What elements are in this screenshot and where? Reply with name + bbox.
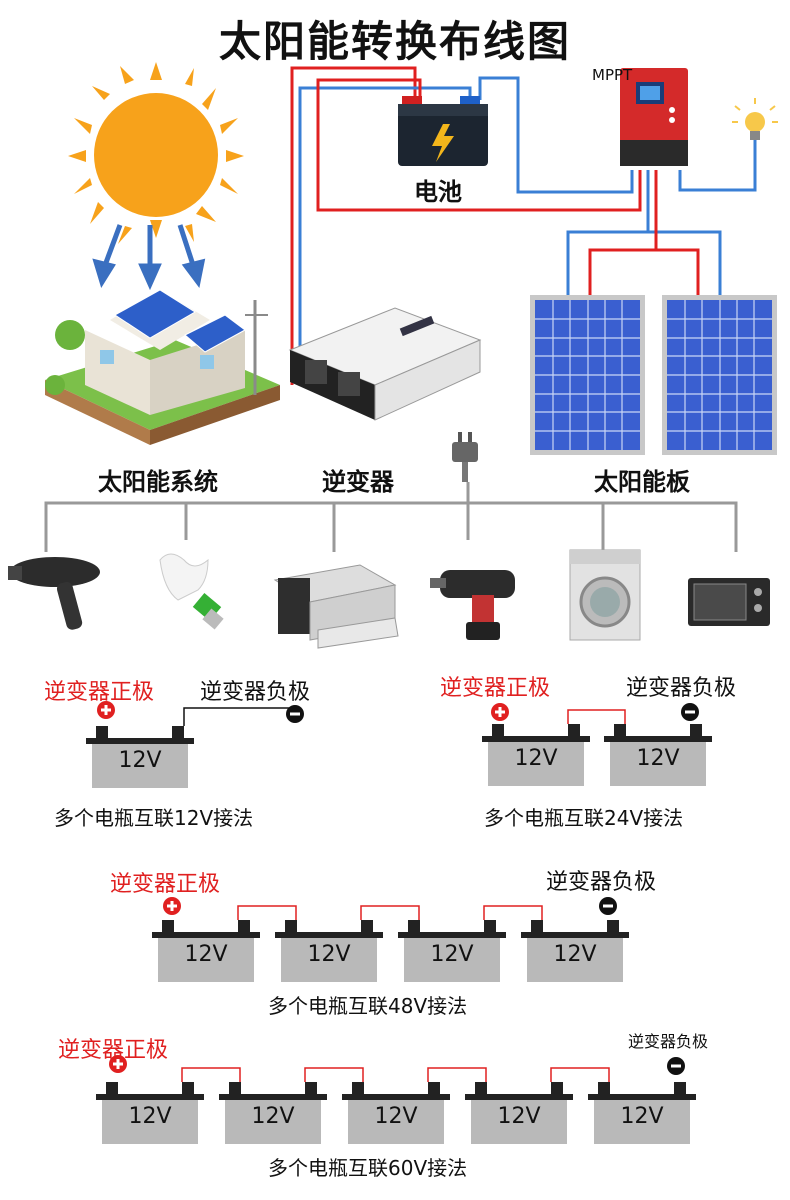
- negative-label: 逆变器负极: [626, 676, 737, 701]
- positive-label: 逆变器正极: [58, 1038, 169, 1063]
- inverter-label: 逆变器: [322, 468, 394, 496]
- sunlight-arrows: [92, 224, 206, 291]
- page-title: 太阳能转换布线图: [218, 17, 571, 66]
- solar-panel-right: [662, 295, 777, 455]
- power-drill-icon: [430, 570, 515, 640]
- battery-voltage: 12V: [636, 746, 680, 771]
- config-caption: 多个电瓶互联24V接法: [484, 806, 684, 830]
- sun-icon: [68, 62, 244, 244]
- panel-label: 太阳能板: [594, 468, 690, 496]
- cfl-bulb-icon: [159, 553, 224, 630]
- hair-dryer-icon: [8, 557, 100, 630]
- config-24v: [482, 703, 712, 786]
- negative-label: 逆变器负极: [200, 680, 311, 705]
- battery-voltage: 12V: [128, 1104, 172, 1129]
- system-label: 太阳能系统: [98, 468, 218, 496]
- distribution-bus: [44, 482, 738, 552]
- printer-icon: [273, 564, 399, 649]
- battery-configs: [86, 701, 712, 1144]
- microwave-oven-icon: [688, 578, 770, 626]
- config-60v: [96, 1055, 696, 1144]
- inverter-illustration: [288, 307, 482, 421]
- mppt-controller: [620, 68, 688, 166]
- battery-illustration: [398, 96, 488, 166]
- battery-voltage: 12V: [307, 942, 351, 967]
- negative-label: 逆变器负极: [546, 870, 657, 895]
- config-caption: 多个电瓶互联48V接法: [268, 994, 468, 1018]
- battery-voltage: 12V: [118, 748, 162, 773]
- battery-voltage: 12V: [251, 1104, 295, 1129]
- positive-label: 逆变器正极: [440, 676, 551, 701]
- config-48v: [152, 897, 629, 982]
- battery-voltage: 12V: [374, 1104, 418, 1129]
- battery-label: 电池: [414, 178, 462, 206]
- battery-voltage: 12V: [430, 942, 474, 967]
- mppt-label: MPPT: [592, 66, 633, 84]
- positive-label: 逆变器正极: [44, 680, 155, 705]
- wiring-diagram: [8, 62, 778, 649]
- battery-voltage: 12V: [553, 942, 597, 967]
- battery-voltage: 12V: [184, 942, 228, 967]
- positive-label: 逆变器正极: [110, 872, 221, 897]
- plug-icon: [452, 432, 478, 482]
- battery-voltage: 12V: [497, 1104, 541, 1129]
- washing-machine-icon: [569, 549, 641, 641]
- battery-voltage: 12V: [620, 1104, 664, 1129]
- config-12v: [86, 701, 304, 788]
- negative-label: 逆变器负极: [628, 1032, 709, 1051]
- solar-panel-left: [530, 295, 645, 455]
- light-bulb-icon: [732, 98, 778, 140]
- battery-voltage: 12V: [514, 746, 558, 771]
- config-caption: 多个电瓶互联12V接法: [54, 806, 254, 830]
- config-caption: 多个电瓶互联60V接法: [268, 1156, 468, 1180]
- house-system-illustration: [45, 289, 280, 445]
- wiring: [290, 66, 757, 385]
